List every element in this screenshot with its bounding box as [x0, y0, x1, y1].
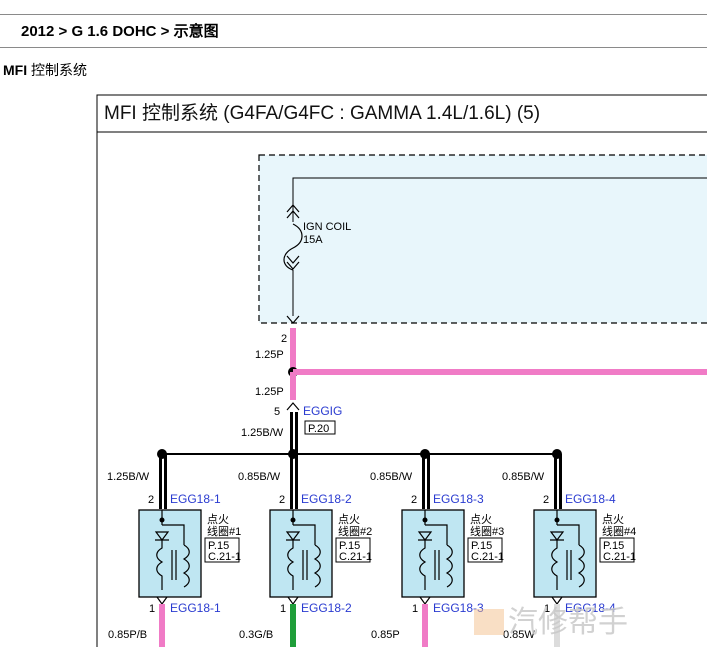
coil-ref1-1: P.15 [208, 540, 229, 552]
connector-wire: 1.25B/W [241, 427, 284, 439]
branch-top-conn-4: EGG18-4 [565, 492, 616, 506]
branch-wire-label-3: 0.85B/W [370, 471, 413, 483]
branch-out-wire-3 [422, 604, 428, 647]
branch-out-wire-1 [159, 604, 165, 647]
connector-name: EGGIG [303, 404, 342, 418]
branch-bot-pin-1: 1 [149, 603, 155, 615]
branch-bot-conn-3: EGG18-3 [433, 601, 484, 615]
coil-node-1 [159, 517, 165, 523]
fuse-box [258, 154, 707, 324]
branch-bot-conn-2: EGG18-2 [301, 601, 352, 615]
branch-bot-wire-1: 0.85P/B [108, 629, 147, 641]
top-bar [0, 0, 707, 15]
wire-mid-label: 1.25P [255, 386, 284, 398]
ignition-coil-4 [533, 509, 597, 598]
coil-ref1-2: P.15 [339, 540, 360, 552]
branch-wire-a-3 [422, 454, 425, 509]
section-title-bold: MFI [3, 62, 28, 78]
wire-pink-mid [290, 372, 296, 400]
wire-top-label: 1.25P [255, 349, 284, 361]
coil-ref-box-4 [599, 537, 635, 563]
coil-ref2-2: C.21-1 [339, 551, 372, 563]
branch-bot-wire-4: 0.85W [503, 629, 535, 641]
ignition-coil-2 [269, 509, 333, 598]
branch-wire-b-2 [295, 454, 298, 509]
coil-ref-box-2 [335, 537, 371, 563]
diagram-title: MFI 控制系统 (G4FA/G4FC : GAMMA 1.4L/1.6L) (… [104, 102, 540, 124]
coil-ref1-3: P.15 [471, 540, 492, 552]
branch-top-pin-4: 2 [543, 494, 549, 506]
branch-wire-label-4: 0.85B/W [502, 471, 545, 483]
fuse-feed-line [292, 177, 707, 222]
watermark-text: 汽修帮手 [508, 605, 628, 640]
watermark-logo: 汽修帮手 [474, 605, 628, 640]
fuse-rating: 15A [303, 234, 323, 246]
fuse-name: IGN COIL [303, 221, 351, 233]
coil-ref2-1: C.21-1 [208, 551, 241, 563]
branch-bot-wire-2: 0.3G/B [239, 629, 273, 641]
branch-bot-wire-3: 0.85P [371, 629, 400, 641]
wire-pink-top [290, 328, 296, 372]
section-title: MFI 控制系统 [3, 60, 87, 80]
branch-wire-a-2 [290, 454, 293, 509]
coil-ref2-4: C.21-1 [603, 551, 636, 563]
connector-ref: P.20 [308, 423, 329, 435]
branch-wire-a-4 [554, 454, 557, 509]
branch-wire-a-1 [159, 454, 162, 509]
coil-label1-4: 点火 [602, 513, 624, 526]
coil-node-4 [554, 517, 560, 523]
coil-node-2 [290, 517, 296, 523]
branch-top-conn-2: EGG18-2 [301, 492, 352, 506]
branch-top-pin-3: 2 [411, 494, 417, 506]
coil-label2-4: 线圈#4 [602, 524, 636, 538]
connector-ref-box [304, 420, 336, 435]
ignition-coil-3 [401, 509, 465, 598]
coil-label1-3: 点火 [470, 513, 492, 526]
branch-wire-label-2: 0.85B/W [238, 471, 281, 483]
branch-out-wire-4 [554, 604, 560, 647]
branch-top-pin-2: 2 [279, 494, 285, 506]
coil-label2-2: 线圈#2 [338, 524, 372, 538]
wire-pink-horizontal [293, 369, 707, 375]
branch-bot-pin-3: 1 [412, 603, 418, 615]
branch-bot-pin-4: 1 [544, 603, 550, 615]
coil-ref-box-3 [467, 537, 503, 563]
branch-wire-label-1: 1.25B/W [107, 471, 150, 483]
fuse-icon [283, 204, 303, 324]
connector-pin: 5 [274, 406, 280, 418]
section-title-text: 控制系统 [27, 62, 87, 78]
coil-label1-1: 点火 [207, 513, 229, 526]
wire-top-pin: 2 [281, 333, 287, 345]
branch-top-conn-1: EGG18-1 [170, 492, 221, 506]
branch-bot-pin-2: 1 [280, 603, 286, 615]
branch-wire-b-4 [559, 454, 562, 509]
coil-label2-1: 线圈#1 [207, 524, 241, 538]
coil-ref1-4: P.15 [603, 540, 624, 552]
coil-ref-box-1 [204, 537, 240, 563]
coil-ref2-3: C.21-1 [471, 551, 504, 563]
wire-bw-a [290, 412, 293, 454]
connector-icon [286, 402, 300, 411]
branch-wire-b-3 [427, 454, 430, 509]
wire-bw-b [295, 412, 298, 454]
branch-top-conn-3: EGG18-3 [433, 492, 484, 506]
coil-label2-3: 线圈#3 [470, 524, 504, 538]
coil-label1-2: 点火 [338, 513, 360, 526]
breadcrumb[interactable]: 2012 > G 1.6 DOHC > 示意图 [0, 15, 707, 48]
ignition-coil-1 [138, 509, 202, 598]
branch-wire-b-1 [164, 454, 167, 509]
branch-bot-conn-4: EGG18-4 [565, 601, 616, 615]
coil-node-3 [422, 517, 428, 523]
branch-bot-conn-1: EGG18-1 [170, 601, 221, 615]
branch-out-wire-2 [290, 604, 296, 647]
branch-top-pin-1: 2 [148, 494, 154, 506]
